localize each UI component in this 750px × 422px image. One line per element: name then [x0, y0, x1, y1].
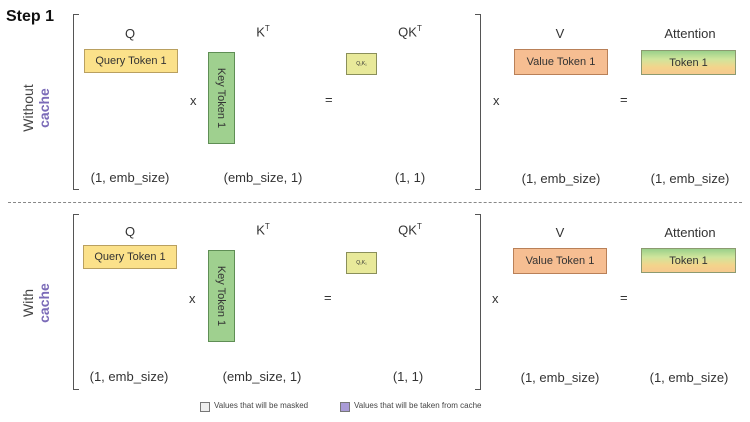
- matrix-bracket-right: [475, 214, 481, 390]
- value-token-box: Value Token 1: [514, 49, 608, 75]
- k-dimension: (emb_size, 1): [223, 170, 303, 185]
- attention-token-box: Token 1: [641, 50, 736, 75]
- attention-header: Attention: [664, 225, 716, 240]
- row-label-without-cache: Without cache: [20, 68, 52, 148]
- q-dimension: (1, emb_size): [90, 170, 170, 185]
- v-header: V: [555, 26, 565, 41]
- q-header: Q: [124, 224, 136, 239]
- attention-token-box: Token 1: [641, 248, 736, 273]
- qk-header: QKT: [398, 24, 422, 40]
- multiply-operator: x: [492, 291, 499, 306]
- section-divider: [8, 202, 742, 203]
- k-header: KT: [256, 222, 270, 238]
- multiply-operator: x: [190, 93, 197, 108]
- multiply-operator: x: [493, 93, 500, 108]
- legend-cache-swatch: [340, 402, 350, 412]
- k-dimension: (emb_size, 1): [222, 369, 302, 384]
- query-token-box: Query Token 1: [84, 49, 178, 73]
- row-label-cache: cache: [36, 88, 52, 128]
- value-token-box: Value Token 1: [513, 248, 607, 274]
- step-title: Step 1: [6, 8, 55, 25]
- qk-header: QKT: [398, 222, 422, 238]
- equals-operator: =: [324, 290, 332, 305]
- attention-dimension: (1, emb_size): [650, 171, 730, 186]
- equals-operator: =: [620, 290, 628, 305]
- qk-score-box: Q₁K₁: [346, 252, 377, 274]
- k-header: KT: [256, 24, 270, 40]
- q-dimension: (1, emb_size): [89, 369, 169, 384]
- key-token-box: Key Token 1: [208, 250, 235, 342]
- qk-dimension: (1, 1): [394, 170, 426, 185]
- row-label-cache: cache: [36, 283, 52, 323]
- legend-masked-label: Values that will be masked: [214, 401, 309, 410]
- matrix-bracket-right: [475, 14, 481, 190]
- matrix-bracket-left: [73, 214, 79, 390]
- v-header: V: [555, 225, 565, 240]
- v-dimension: (1, emb_size): [520, 370, 600, 385]
- q-header: Q: [124, 26, 136, 41]
- row-label-with-cache: With cache: [20, 263, 52, 343]
- legend-cache-label: Values that will be taken from cache: [354, 401, 482, 410]
- row-label-main: Without: [20, 84, 36, 132]
- row-label-main: With: [20, 289, 36, 317]
- query-token-box: Query Token 1: [83, 245, 177, 269]
- key-token-box: Key Token 1: [208, 52, 235, 144]
- matrix-bracket-left: [73, 14, 79, 190]
- legend-masked-swatch: [200, 402, 210, 412]
- attention-dimension: (1, emb_size): [649, 370, 729, 385]
- equals-operator: =: [325, 92, 333, 107]
- v-dimension: (1, emb_size): [521, 171, 601, 186]
- qk-dimension: (1, 1): [392, 369, 424, 384]
- qk-score-box: Q₁K₁: [346, 53, 377, 75]
- multiply-operator: x: [189, 291, 196, 306]
- equals-operator: =: [620, 92, 628, 107]
- attention-header: Attention: [664, 26, 716, 41]
